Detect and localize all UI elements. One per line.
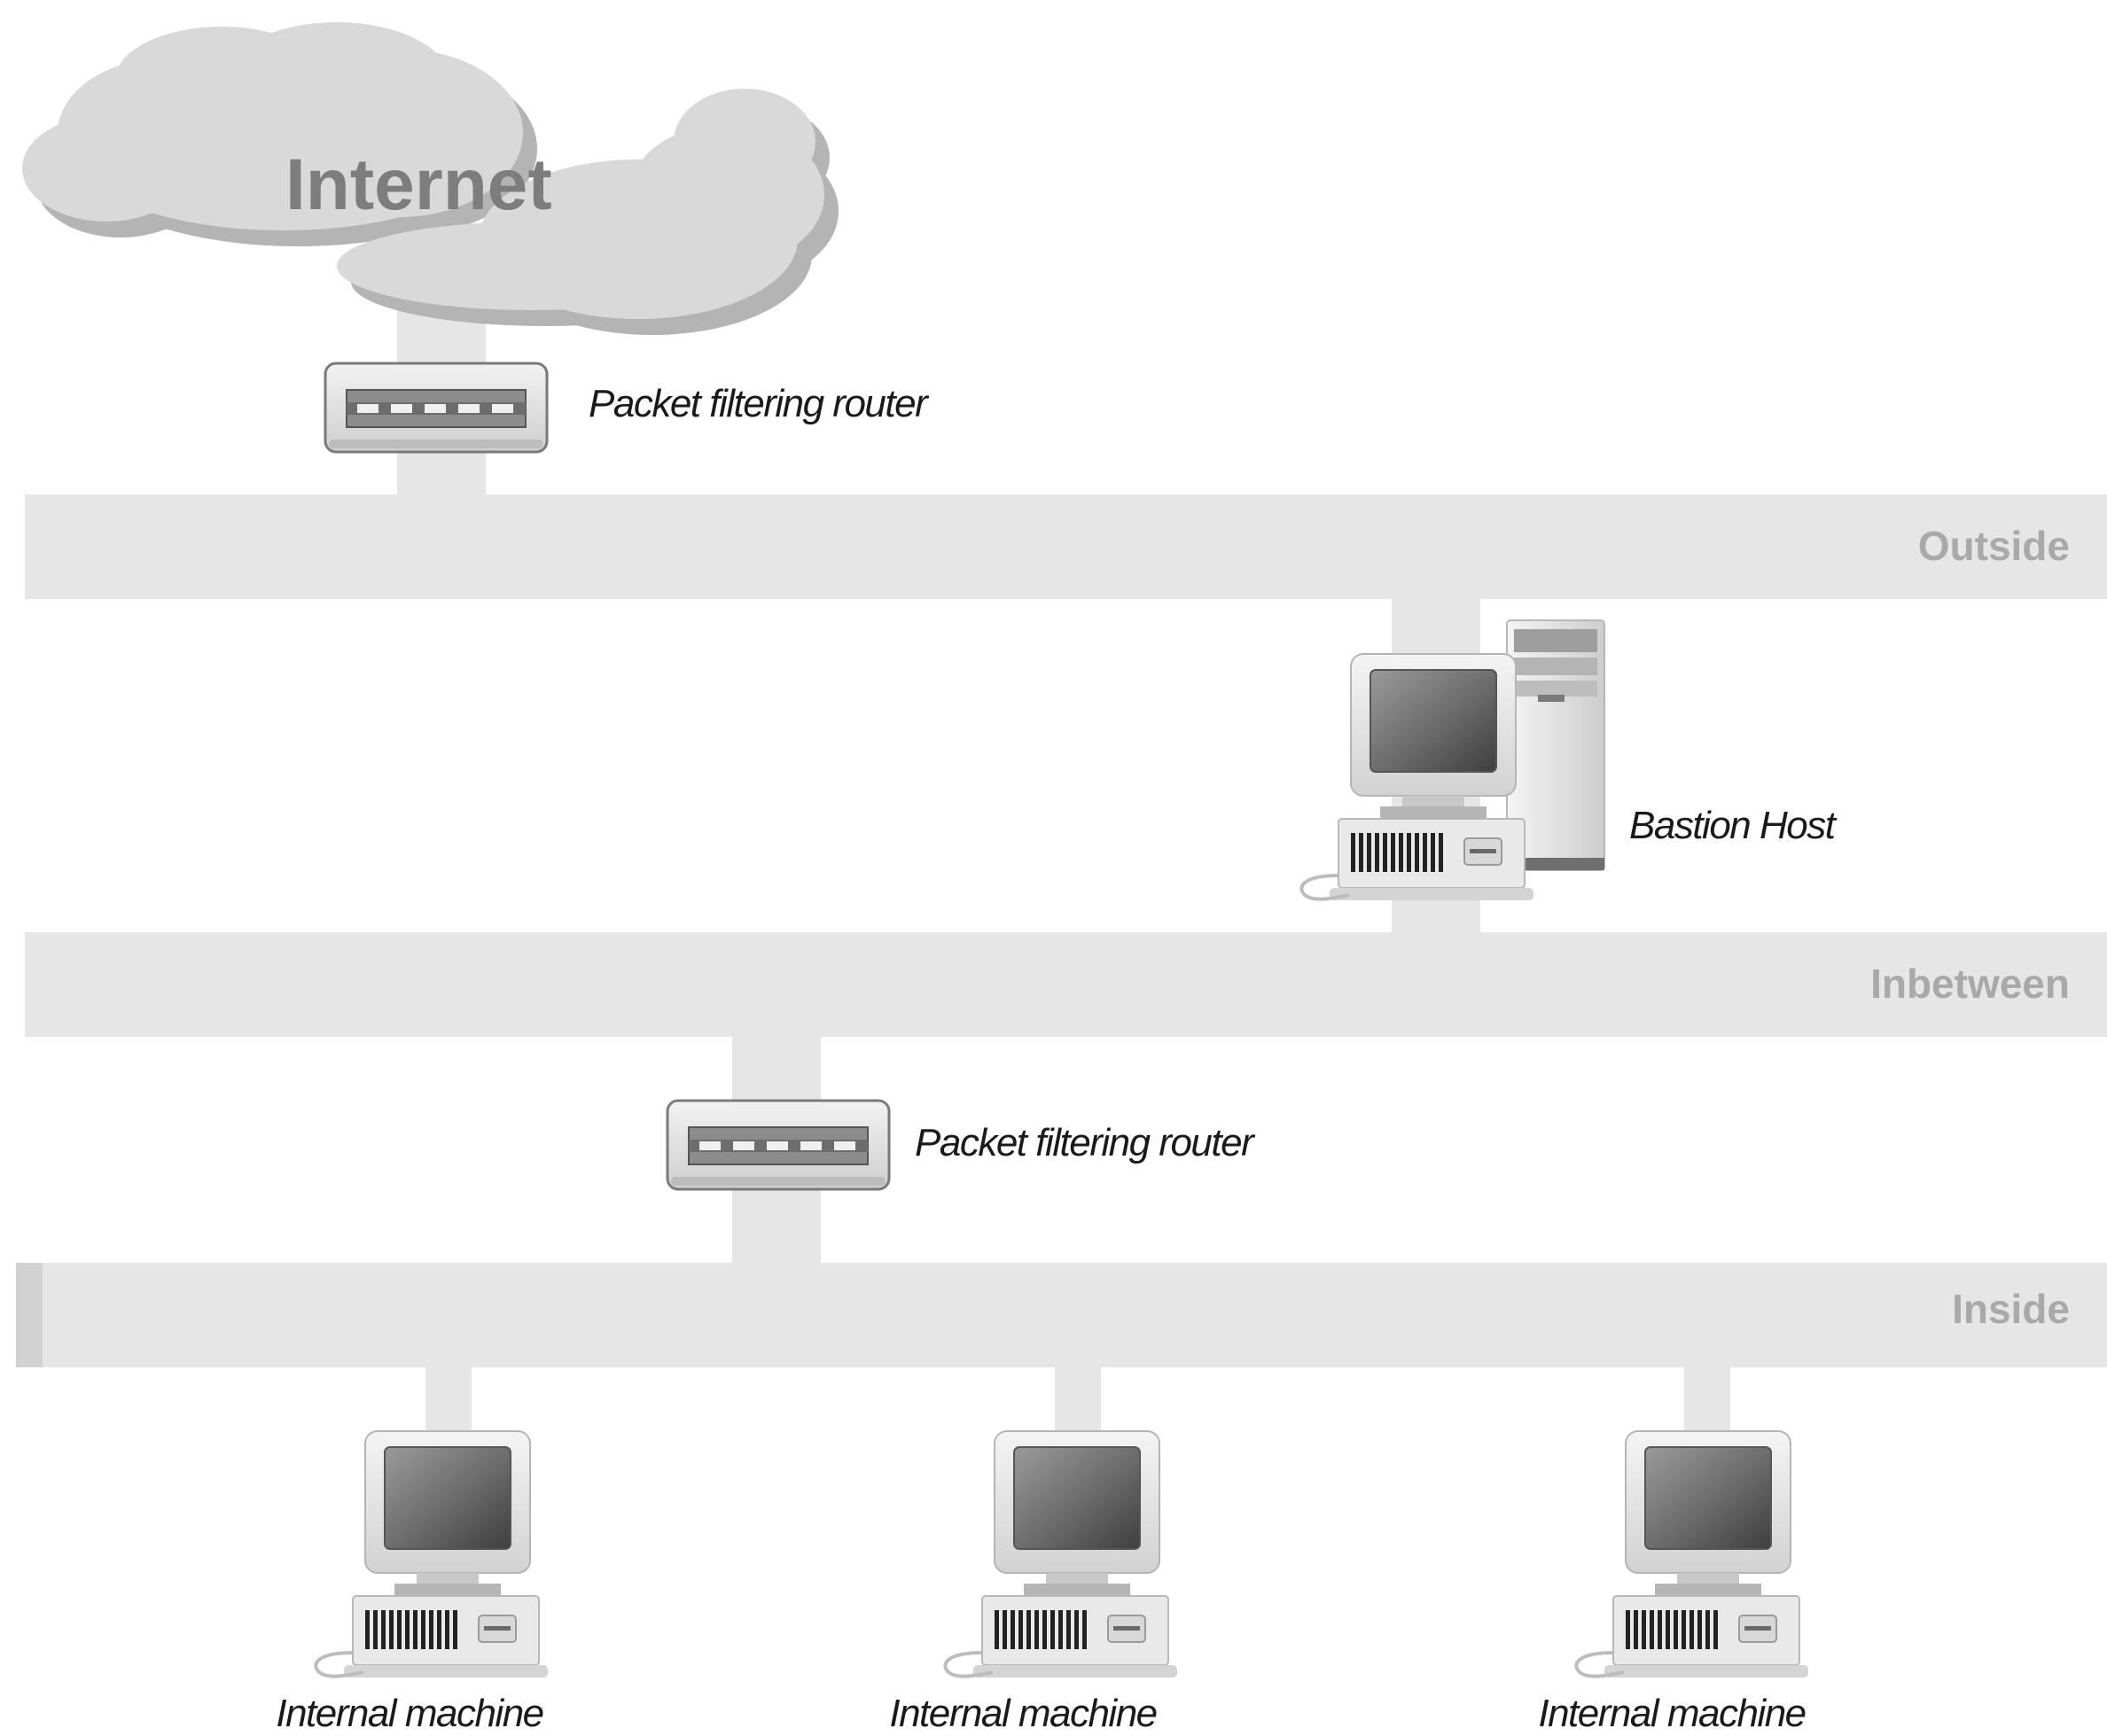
bastion-host bbox=[1299, 619, 1605, 902]
inside-segment-edge-shadow bbox=[16, 1263, 43, 1367]
outer-router-label: Packet filtering router bbox=[589, 382, 930, 425]
internal-machine-2-label: Internal machine bbox=[889, 1692, 1156, 1735]
outer-router-icon bbox=[324, 362, 549, 454]
inside-to-machine-2-connector bbox=[1055, 1367, 1101, 1436]
internal-machine-3-computer-icon bbox=[1574, 1429, 1810, 1679]
internal-machine-2-computer-icon bbox=[943, 1429, 1179, 1679]
tower-icon bbox=[1506, 619, 1605, 871]
inner-router-icon bbox=[666, 1099, 891, 1191]
inner-router-label: Packet filtering router bbox=[915, 1121, 1256, 1164]
inside-network-segment bbox=[25, 1263, 2107, 1367]
inside-network-label: Inside bbox=[1952, 1286, 2070, 1332]
inbetween-network-label: Inbetween bbox=[1870, 961, 2070, 1007]
internet-label: Internet bbox=[285, 144, 552, 225]
computer-icon bbox=[1299, 652, 1535, 902]
outside-network-segment bbox=[25, 494, 2107, 599]
internal-machine-1-label: Internal machine bbox=[276, 1692, 542, 1735]
internal-machine-3-label: Internal machine bbox=[1538, 1692, 1805, 1735]
bastion-host-label: Bastion Host bbox=[1629, 804, 1838, 847]
inbetween-network-segment bbox=[25, 932, 2107, 1037]
inside-to-machine-1-connector bbox=[425, 1367, 472, 1436]
outside-network-label: Outside bbox=[1918, 523, 2070, 569]
inside-to-machine-3-connector bbox=[1684, 1367, 1730, 1436]
cloud-icon bbox=[22, 22, 839, 335]
internal-machine-1-computer-icon bbox=[314, 1429, 550, 1679]
